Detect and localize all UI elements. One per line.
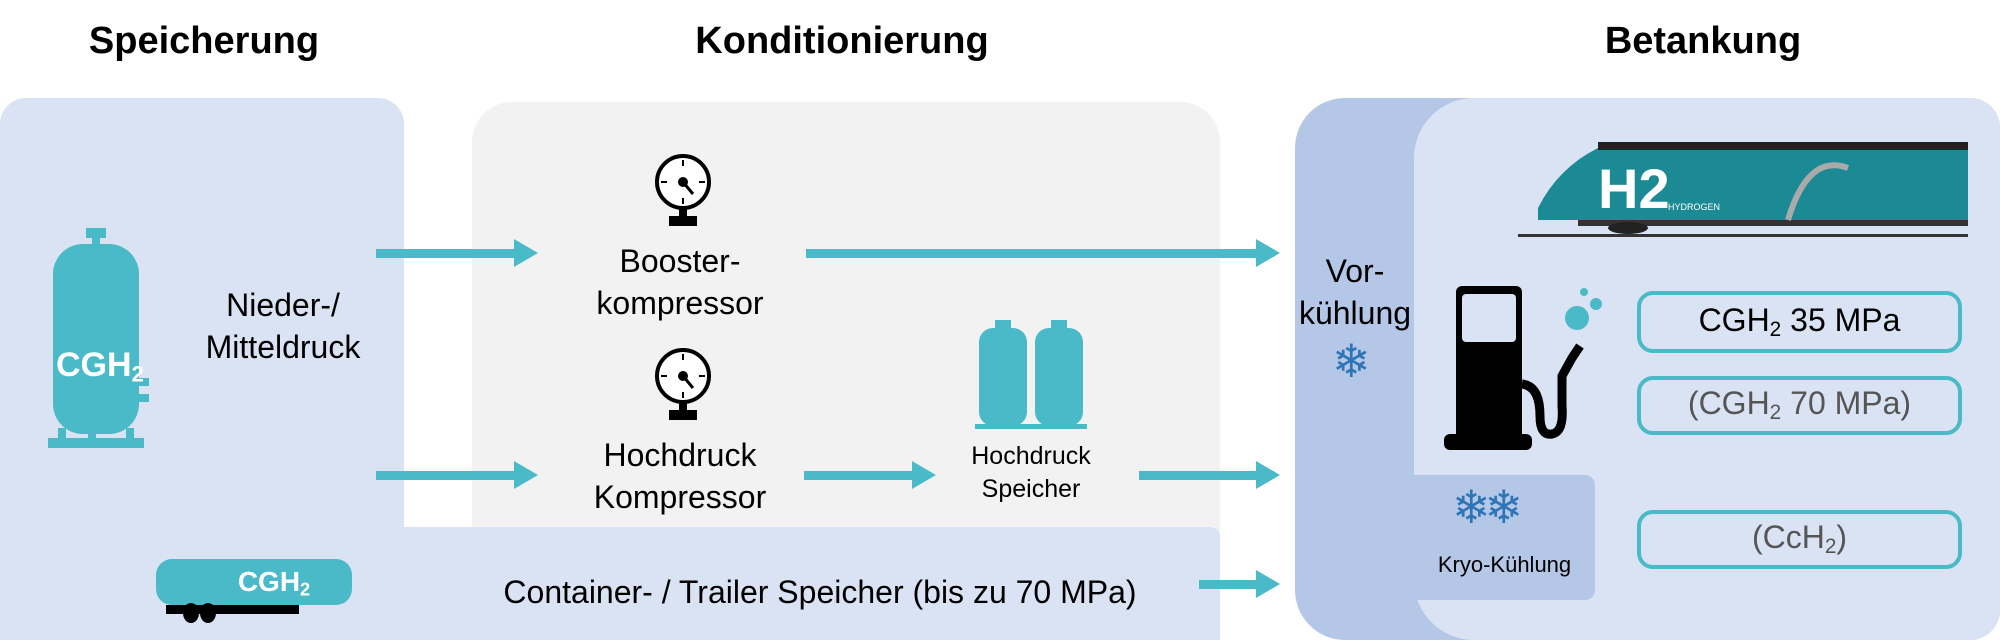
header-conditioning: Konditionierung: [695, 20, 989, 62]
hydrogen-train-image: H2 HYDROGEN: [1518, 142, 1968, 237]
arrow-booster-to-fueling: [806, 239, 1280, 267]
arrow-hp-storage-to-fueling: [1139, 461, 1280, 489]
trailer-tank-icon: CGH2: [156, 559, 352, 605]
arrow-container-to-fueling: [1199, 570, 1280, 598]
option-cch2: (CcH2): [1637, 510, 1962, 569]
cryo-panel: [1414, 475, 1595, 600]
header-fueling: Betankung: [1604, 20, 1802, 62]
trailer-chassis-icon: [166, 605, 299, 614]
option-label: (CGH2 70 MPa): [1687, 385, 1912, 425]
cryo-cooling-label: Kryo-Kühlung: [1437, 552, 1572, 577]
precooling-label: Vor-kühlung: [1298, 253, 1412, 331]
snowflake-icon: ❄❄: [1452, 481, 1523, 533]
trailer-wheel-icon: [183, 603, 199, 623]
arrow-to-hp-storage: [804, 461, 936, 489]
tank-label: CGH2: [56, 346, 144, 387]
gas-tank-icon: [48, 228, 149, 448]
arrow-to-hp-compressor: [376, 461, 538, 489]
svg-text:H2: H2: [1598, 157, 1670, 220]
snowflake-icon: ❄: [1332, 335, 1371, 387]
option-label: (CcH2): [1751, 519, 1848, 559]
header-storage: Speicherung: [88, 20, 320, 62]
booster-compressor-label: Booster-kompressor: [596, 243, 764, 321]
trailer-wheel-icon: [200, 603, 216, 623]
svg-text:HYDROGEN: HYDROGEN: [1668, 202, 1720, 212]
hp-storage-tanks-icon: [975, 320, 1087, 429]
option-label: CGH2 35 MPa: [1698, 301, 1901, 342]
pressure-gauge-icon: [655, 348, 711, 420]
container-label: Container- / Trailer Speicher (bis zu 70…: [503, 574, 1137, 610]
option-cgh2-35: CGH2 35 MPa: [1637, 291, 1962, 353]
option-cgh2-70: (CGH2 70 MPa): [1637, 376, 1962, 435]
arrow-to-booster: [376, 239, 538, 267]
pressure-gauge-icon: [655, 154, 711, 226]
fuel-pump-icon: [1444, 286, 1602, 450]
conditioning-panel: [472, 102, 1220, 542]
pressure-label: Nieder-/Mitteldruck: [205, 287, 361, 365]
